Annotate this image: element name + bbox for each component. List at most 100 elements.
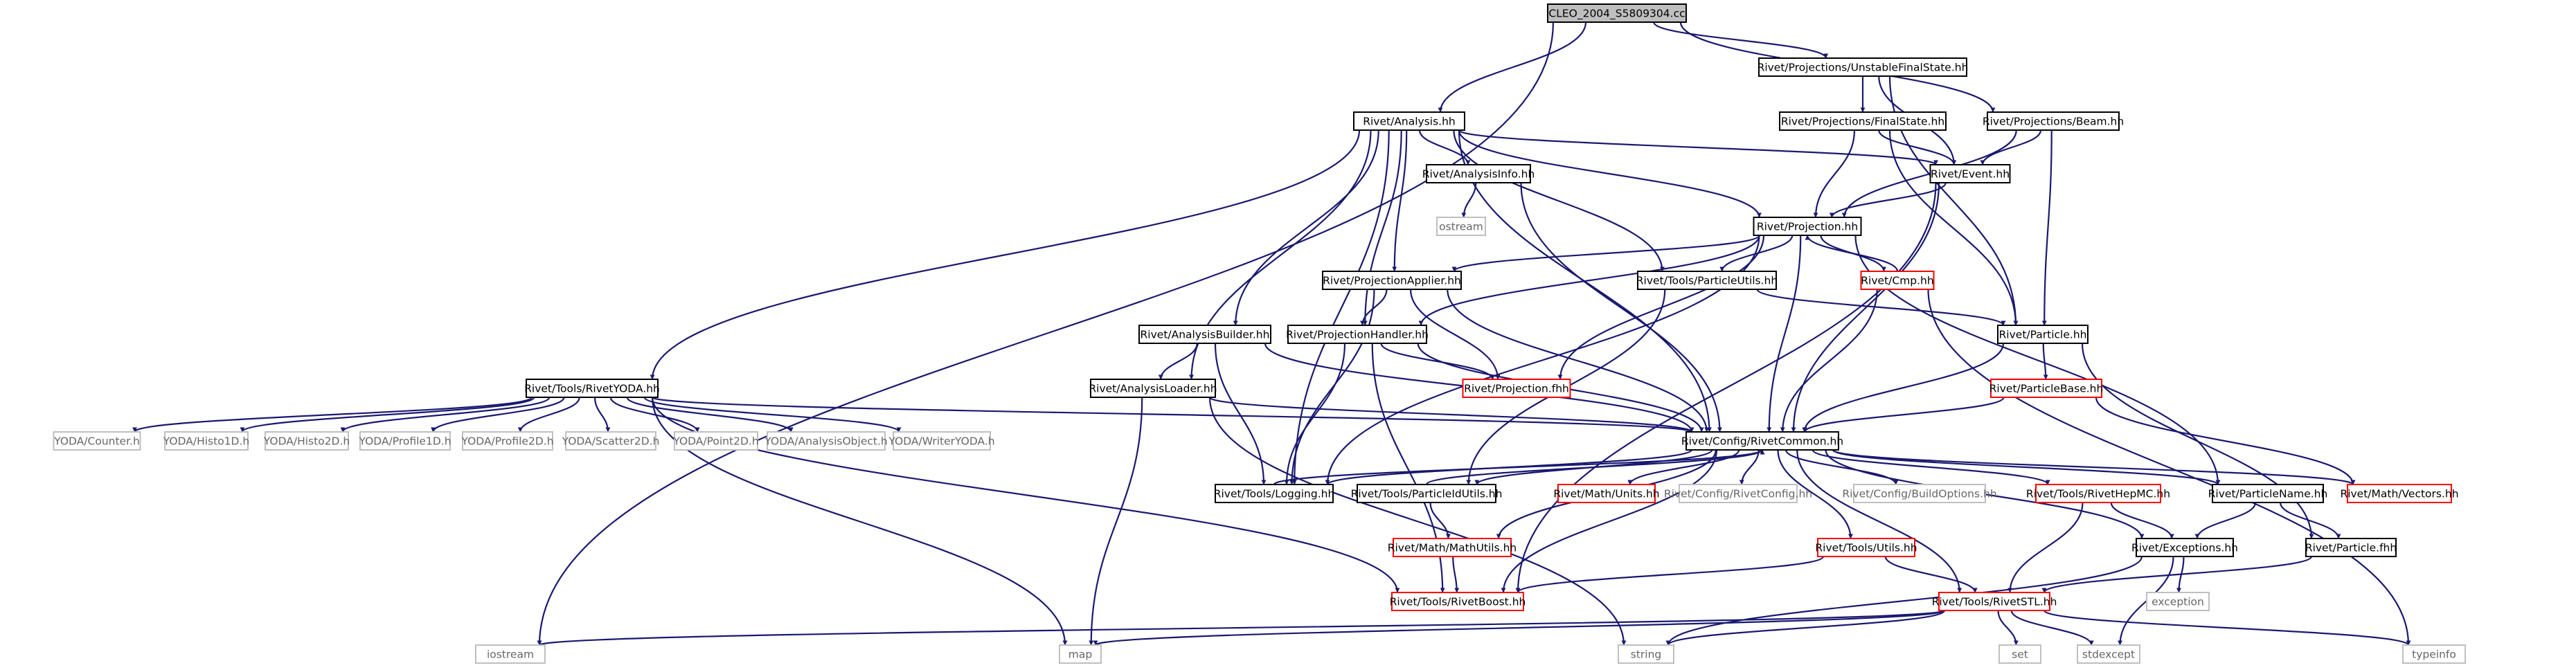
node-box-particlefhh [2305, 538, 2397, 557]
edge-analysis-to-analysisinfo [1418, 129, 1471, 165]
node-projhandler[interactable]: Rivet/ProjectionHandler.hh [1286, 325, 1429, 344]
node-box-logging [1215, 484, 1334, 503]
node-particlename[interactable]: Rivet/ParticleName.hh [2208, 484, 2328, 503]
edge-rivetyoda-to-rivetcommon [651, 396, 1694, 433]
edge-particle-to-particlebase [2042, 343, 2048, 380]
node-box-typeinfo [2402, 644, 2466, 664]
node-typeinfo: typeinfo [2402, 644, 2466, 664]
node-label-mathunits: Rivet/Math/Units.hh [1553, 488, 1659, 500]
node-label-rivetyoda: Rivet/Tools/RivetYODA.hh [524, 383, 660, 395]
node-label-cmp: Rivet/Cmp.hh [1861, 275, 1933, 287]
node-label-event: Rivet/Event.hh [1931, 168, 2010, 181]
node-particleidutils[interactable]: Rivet/Tools/ParticleIdUtils.hh [1351, 484, 1503, 503]
edge-rivetstl-to-set [1997, 610, 2019, 646]
node-cmp[interactable]: Rivet/Cmp.hh [1860, 271, 1935, 290]
node-rivetyoda[interactable]: Rivet/Tools/RivetYODA.hh [524, 379, 660, 398]
node-box-mathvectors [2347, 484, 2452, 503]
edge-rivetcommon-to-rivetconfig [1739, 449, 1760, 485]
node-projapplier[interactable]: Rivet/ProjectionApplier.hh [1322, 271, 1462, 290]
edge-rivetyoda-to-histo1d [240, 396, 535, 433]
node-rivetcommon[interactable]: Rivet/Config/RivetCommon.hh [1681, 431, 1843, 451]
node-rivethepmc[interactable]: Rivet/Tools/RivetHepMC.hh [2026, 484, 2170, 503]
node-box-ostream [1436, 217, 1486, 236]
node-box-rivetcommon [1685, 431, 1839, 451]
edge-analysis-to-logging [1291, 129, 1390, 485]
node-mathvectors[interactable]: Rivet/Math/Vectors.hh [2340, 484, 2459, 503]
edge-rivetyoda-to-profile2d [517, 397, 580, 433]
edge-particlefhh-to-rivetstl [2041, 555, 2313, 594]
node-box-writeryoda [893, 431, 991, 451]
edge-particleidutils-to-mathutils [1429, 502, 1451, 539]
node-label-projection: Rivet/Projection.hh [1757, 221, 1858, 233]
edge-analysis-to-event [1458, 129, 1938, 166]
node-box-rivetconfig [1679, 484, 1798, 503]
edge-toolsutils-to-rivetboost [1515, 555, 1825, 594]
node-label-projhandler: Rivet/ProjectionHandler.hh [1286, 329, 1429, 341]
node-box-iostream [475, 644, 546, 664]
node-logging[interactable]: Rivet/Tools/Logging.hh [1214, 484, 1335, 503]
edge-particleidutils-to-rivetcommon [1425, 449, 1765, 486]
node-counter: YODA/Counter.h [53, 431, 141, 451]
edge-projection-to-projhandler [1418, 235, 1760, 326]
node-fs[interactable]: Rivet/Projections/FinalState.hh [1779, 111, 1947, 131]
edge-analysisloader-to-rivetcommon [1208, 396, 1694, 433]
edge-particleutils-to-particle [1756, 289, 2006, 326]
node-beam[interactable]: Rivet/Projections/Beam.hh [1983, 111, 2124, 131]
node-box-profile1d [359, 431, 451, 451]
node-label-point2d: YODA/Point2D.h [672, 435, 758, 448]
node-root[interactable]: CLEO_2004_S5809304.cc [1547, 3, 1687, 23]
edge-root-to-ufs [1653, 21, 1829, 59]
node-event[interactable]: Rivet/Event.hh [1929, 164, 2011, 183]
node-box-rivetboost [1391, 592, 1524, 611]
node-histo2d: YODA/Histo2D.h [263, 431, 350, 451]
node-box-analysisbuilder [1138, 325, 1271, 344]
node-box-stdexcept [2077, 644, 2140, 664]
node-projfhh[interactable]: Rivet/Projection.fhh [1462, 379, 1571, 398]
node-ufs[interactable]: Rivet/Projections/UnstableFinalState.hh [1757, 57, 1969, 77]
node-label-profile2d: YODA/Profile2D.h [460, 435, 553, 448]
node-rivetstl[interactable]: Rivet/Tools/RivetSTL.hh [1932, 592, 2057, 611]
edge-rivetyoda-to-analysisobject [626, 397, 794, 433]
node-label-profile1d: YODA/Profile1D.h [358, 435, 451, 448]
edge-particlename-to-particlefhh [2279, 502, 2341, 539]
edge-analysisinfo-to-rivetcommon [1520, 182, 1722, 433]
node-particlebase[interactable]: Rivet/ParticleBase.hh [1989, 379, 2104, 398]
node-mathunits[interactable]: Rivet/Math/Units.hh [1553, 484, 1660, 503]
edge-analysisbuilder-to-logging [1214, 343, 1267, 485]
node-label-rivetcommon: Rivet/Config/RivetCommon.hh [1681, 435, 1843, 448]
node-toolsutils[interactable]: Rivet/Tools/Utils.hh [1815, 538, 1917, 557]
node-exceptions[interactable]: Rivet/Exceptions.hh [2131, 538, 2238, 557]
node-layer: CLEO_2004_S5809304.ccRivet/Analysis.hhRi… [53, 3, 2466, 664]
node-label-projapplier: Rivet/ProjectionApplier.hh [1323, 275, 1461, 287]
edge-rivethepmc-to-exceptions [2110, 502, 2174, 539]
node-analysisloader[interactable]: Rivet/AnalysisLoader.hh [1089, 379, 1217, 398]
edge-projapplier-to-rivetcommon [1447, 289, 1710, 433]
node-particle[interactable]: Rivet/Particle.hh [1997, 325, 2088, 344]
edge-logging-to-rivetcommon [1273, 449, 1765, 486]
node-analysis[interactable]: Rivet/Analysis.hh [1353, 111, 1465, 131]
node-label-toolsutils: Rivet/Tools/Utils.hh [1815, 542, 1917, 554]
node-box-string [1618, 644, 1674, 664]
node-particlefhh[interactable]: Rivet/Particle.fhh [2305, 538, 2397, 557]
edge-cmp-to-rivetcommon [1780, 289, 1878, 433]
node-label-ostream: ostream [1439, 221, 1483, 233]
node-analysisbuilder[interactable]: Rivet/AnalysisBuilder.hh [1138, 325, 1271, 344]
node-box-projapplier [1322, 271, 1462, 290]
edge-toolsutils-to-rivetstl [1884, 556, 1978, 593]
node-label-rivethepmc: Rivet/Tools/RivetHepMC.hh [2026, 488, 2170, 500]
edge-beam-to-event [1980, 129, 2042, 165]
node-analysisinfo[interactable]: Rivet/AnalysisInfo.hh [1422, 164, 1535, 183]
node-point2d: YODA/Point2D.h [672, 431, 759, 451]
node-label-set: set [2012, 649, 2028, 661]
edge-event-to-rivetboost [1515, 182, 1937, 593]
edge-particlebase-to-rivetcommon [1803, 397, 2005, 433]
node-mathutils[interactable]: Rivet/Math/MathUtils.hh [1388, 538, 1517, 557]
node-label-mathutils: Rivet/Math/MathUtils.hh [1388, 542, 1517, 554]
node-rivetboost[interactable]: Rivet/Tools/RivetBoost.hh [1390, 592, 1526, 611]
edge-projhandler-to-projfhh [1380, 343, 1495, 380]
node-particleutils[interactable]: Rivet/Tools/ParticleUtils.hh [1636, 271, 1778, 290]
edge-projhandler-to-logging [1284, 343, 1346, 485]
node-label-writeryoda: YODA/WriterYODA.h [888, 435, 994, 448]
node-projection[interactable]: Rivet/Projection.hh [1753, 217, 1862, 236]
node-label-particle: Rivet/Particle.hh [1999, 329, 2087, 341]
